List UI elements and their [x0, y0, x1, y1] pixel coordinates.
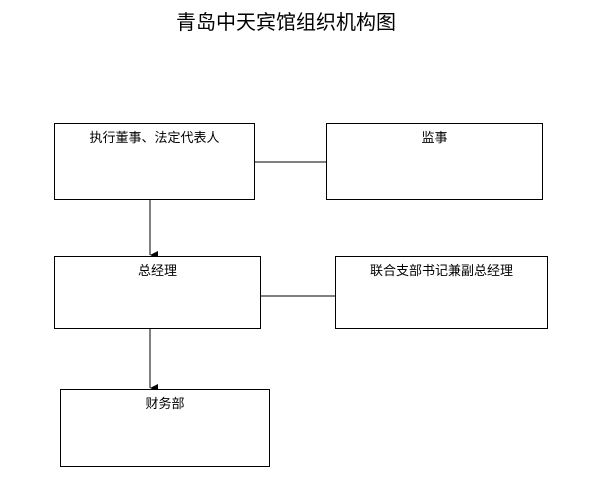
party-secretary-label: 联合支部书记兼副总经理 — [369, 264, 513, 279]
supervisor-label: 监事 — [421, 131, 448, 146]
chart-title: 青岛中天宾馆组织机构图 — [176, 10, 396, 34]
executive-director-box: 执行董事、法定代表人 — [54, 123, 255, 200]
finance-department-label: 财务部 — [145, 397, 185, 412]
executive-director-label: 执行董事、法定代表人 — [89, 131, 220, 146]
general-manager-box: 总经理 — [54, 256, 261, 329]
finance-department-box: 财务部 — [60, 389, 270, 467]
party-secretary-box: 联合支部书记兼副总经理 — [335, 256, 548, 329]
supervisor-box: 监事 — [326, 123, 543, 200]
general-manager-label: 总经理 — [137, 264, 177, 279]
